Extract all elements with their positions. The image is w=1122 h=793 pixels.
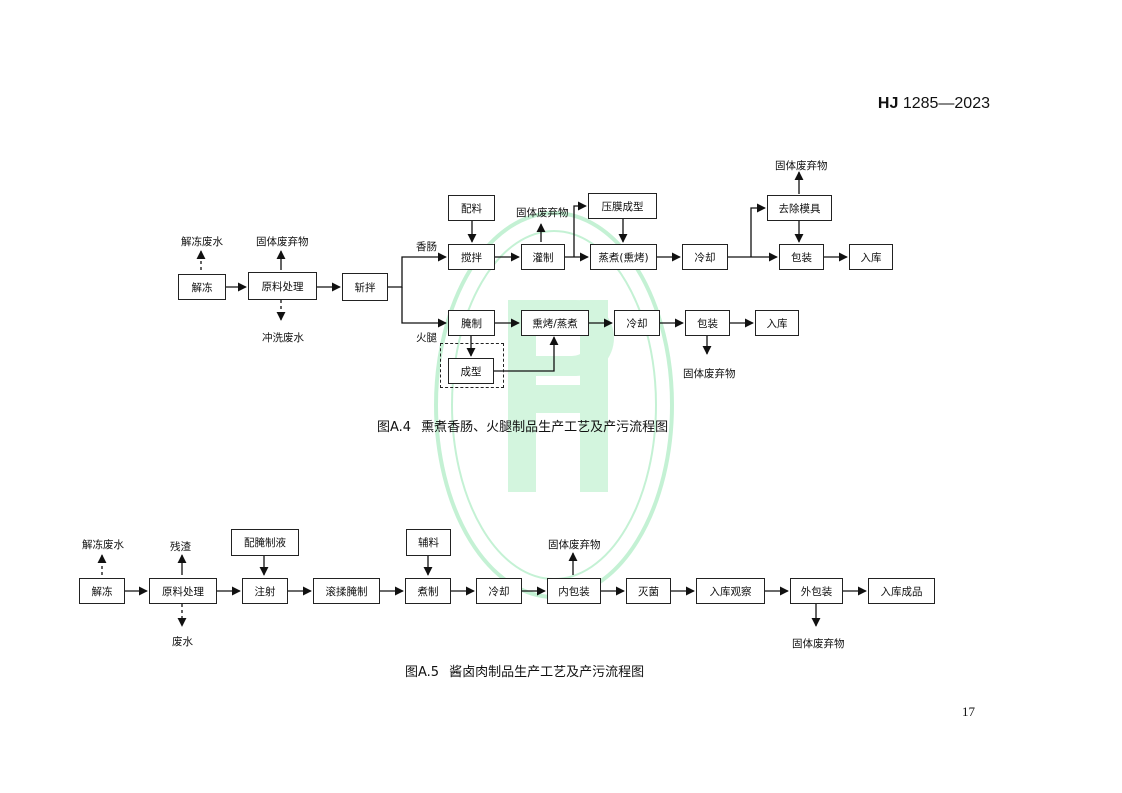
header-number: 1285—2023 xyxy=(902,95,990,112)
header-code: HJ xyxy=(877,95,899,112)
a5-label-solid-waste-inner: 固体废弃物 xyxy=(548,539,601,551)
a4-node-form: 成型 xyxy=(448,358,494,384)
a4-node-store2: 入库 xyxy=(755,310,799,336)
document-header: HJ 1285—2023 xyxy=(878,95,990,113)
figure-a4-caption: 图A.4 熏煮香肠、火腿制品生产工艺及产污流程图 xyxy=(377,416,668,435)
a4-label-sausage: 香肠 xyxy=(416,241,437,253)
a4-node-ingredients: 配料 xyxy=(448,195,495,221)
a5-label-waste-water: 废水 xyxy=(172,636,193,648)
a5-node-sterilize: 灭菌 xyxy=(626,578,671,604)
a4-node-film: 压膜成型 xyxy=(588,193,657,219)
a4-label-solid-waste-raw: 固体废弃物 xyxy=(256,236,309,248)
page-number: 17 xyxy=(962,704,975,719)
figure-a4-caption-text: 熏煮香肠、火腿制品生产工艺及产污流程图 xyxy=(421,420,669,435)
a5-node-inject: 注射 xyxy=(242,578,288,604)
a5-label-solid-waste-outer: 固体废弃物 xyxy=(792,638,845,650)
a5-node-aux: 辅料 xyxy=(406,529,451,556)
a5-node-raw: 原料处理 xyxy=(149,578,217,604)
a5-node-brine: 配腌制液 xyxy=(231,529,299,556)
a4-node-smoke: 熏烤/蒸煮 xyxy=(521,310,589,336)
a4-node-cure: 腌制 xyxy=(448,310,495,336)
a4-label-wash-water: 冲洗废水 xyxy=(262,332,304,344)
a4-node-raw: 原料处理 xyxy=(248,272,317,300)
a4-node-demold: 去除模具 xyxy=(767,195,832,221)
figure-a5-caption-text: 酱卤肉制品生产工艺及产污流程图 xyxy=(449,665,645,680)
figure-a4-caption-id: 图A.4 xyxy=(377,420,412,435)
a5-node-cool: 冷却 xyxy=(476,578,522,604)
a4-form-dashed-group xyxy=(440,343,504,388)
a5-label-thaw-water: 解冻废水 xyxy=(82,539,124,551)
a5-label-residue: 残渣 xyxy=(170,541,191,553)
a5-node-final: 入库成品 xyxy=(868,578,935,604)
a4-node-fill: 灌制 xyxy=(521,244,565,270)
a4-node-stir: 搅拌 xyxy=(448,244,495,270)
figure-a5-caption: 图A.5 酱卤肉制品生产工艺及产污流程图 xyxy=(405,661,644,680)
a4-label-thaw-water: 解冻废水 xyxy=(181,236,223,248)
a5-node-observe: 入库观察 xyxy=(696,578,765,604)
a4-label-ham: 火腿 xyxy=(416,332,437,344)
a4-node-store1: 入库 xyxy=(849,244,893,270)
figure-a5-caption-id: 图A.5 xyxy=(405,665,440,680)
a4-node-pack2: 包装 xyxy=(685,310,730,336)
a5-node-tumble: 滚揉腌制 xyxy=(313,578,380,604)
a4-label-solid-waste-demold: 固体废弃物 xyxy=(775,160,828,172)
a5-node-boil: 煮制 xyxy=(405,578,451,604)
a4-node-pack1: 包装 xyxy=(779,244,824,270)
a4-node-cool1: 冷却 xyxy=(682,244,728,270)
a4-node-thaw: 解冻 xyxy=(178,274,226,300)
a4-node-steam: 蒸煮(熏烤) xyxy=(590,244,657,270)
a4-node-chop: 斩拌 xyxy=(342,273,388,301)
a5-node-inner: 内包装 xyxy=(547,578,601,604)
a5-node-outer: 外包装 xyxy=(790,578,843,604)
a4-label-solid-waste-pack2: 固体废弃物 xyxy=(683,368,736,380)
a4-label-solid-waste-fill: 固体废弃物 xyxy=(516,207,569,219)
a4-node-cool2: 冷却 xyxy=(614,310,660,336)
a5-node-thaw: 解冻 xyxy=(79,578,125,604)
